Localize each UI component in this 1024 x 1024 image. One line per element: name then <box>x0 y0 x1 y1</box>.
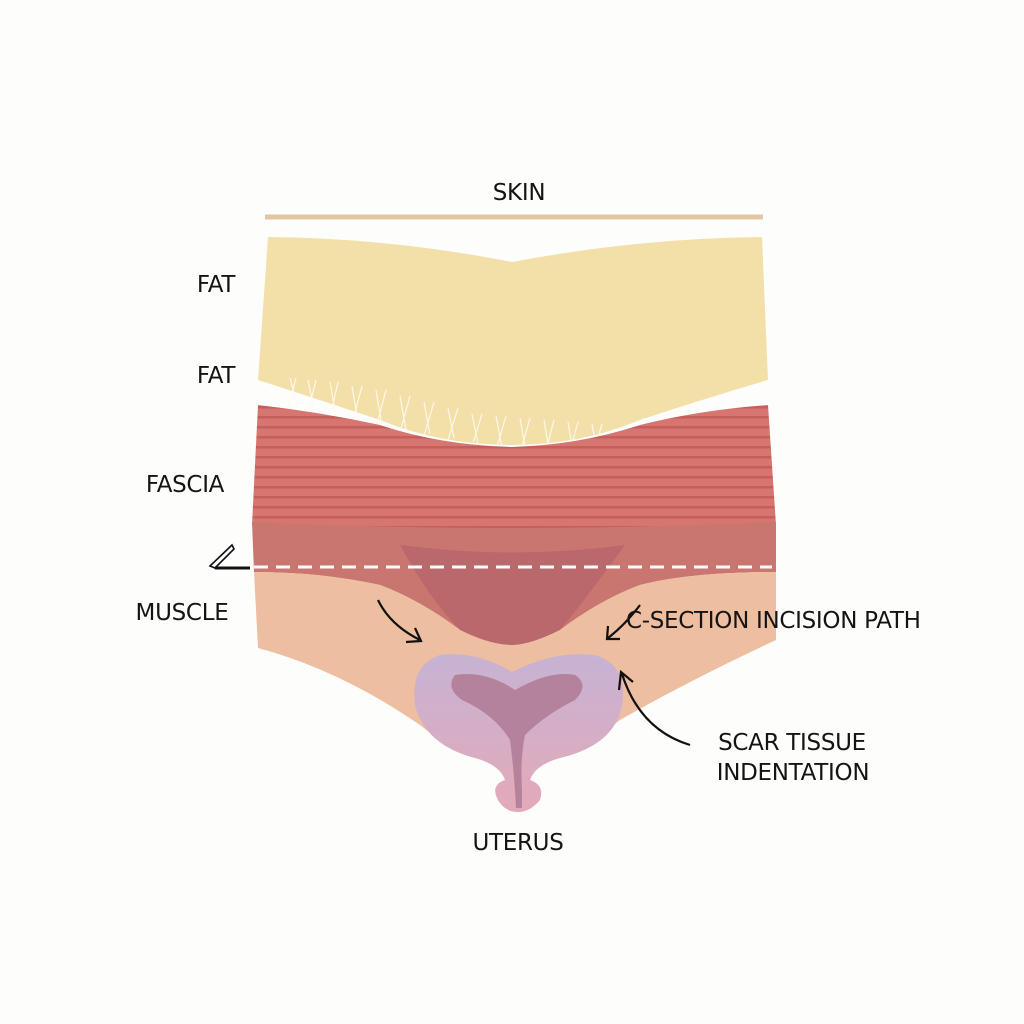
label-uterus: UTERUS <box>472 830 564 856</box>
label-incision-path: C-SECTION INCISION PATH <box>626 608 921 634</box>
scalpel-icon <box>208 543 250 570</box>
arrow-icon <box>617 669 691 747</box>
fascia-layer <box>252 405 776 532</box>
muscle-layer <box>254 572 776 765</box>
label-fat: FAT <box>196 272 236 298</box>
label-fascia: FASCIA <box>145 472 225 498</box>
label-indentation: INDENTATION <box>716 760 870 786</box>
uterus-shape <box>414 654 623 812</box>
fat-fibers <box>287 377 603 459</box>
fascia-v-shape <box>400 545 625 645</box>
label-muscle: MUSCLE <box>135 600 229 626</box>
label-skin: SKIN <box>492 180 546 206</box>
arrow-icon <box>605 604 641 641</box>
fat-layer <box>258 237 768 445</box>
label-scar-tissue: SCAR TISSUE <box>718 730 866 756</box>
label-fat: FAT <box>196 363 236 389</box>
arrow-icon <box>377 599 423 644</box>
